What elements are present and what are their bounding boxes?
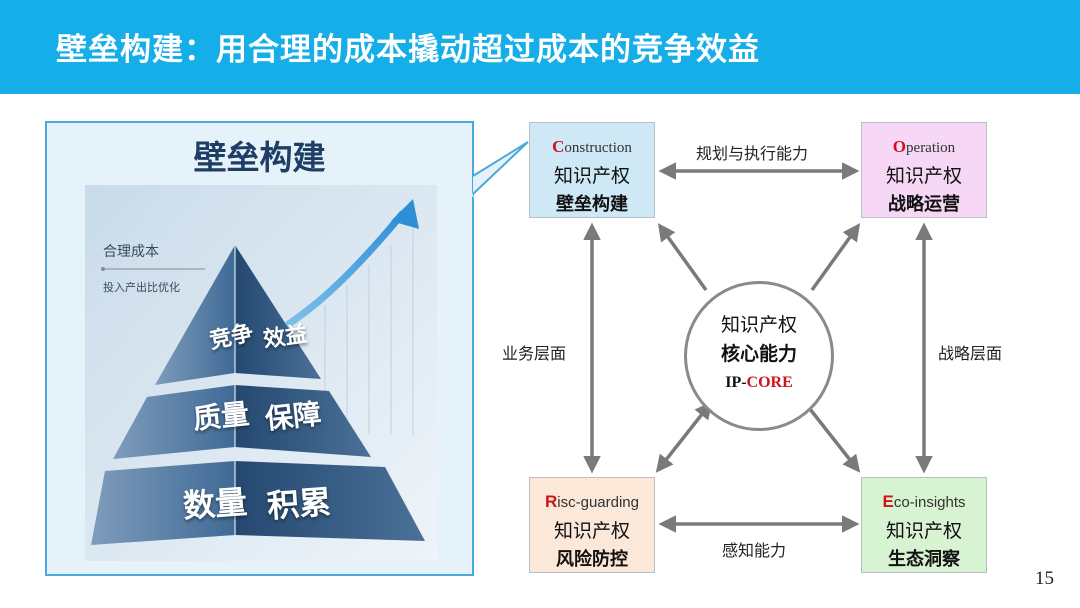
center-line2: 核心能力 bbox=[687, 339, 831, 366]
node-construction-en: Construction bbox=[530, 137, 654, 157]
node-eco-insights: Eco-insights 知识产权 生态洞察 bbox=[861, 477, 987, 573]
node-risc-en: Risc-guarding bbox=[530, 492, 654, 512]
node-construction: Construction 知识产权 壁垒构建 bbox=[529, 122, 655, 218]
edge-label-right: 战略层面 bbox=[938, 340, 1002, 364]
node-operation-en: Operation bbox=[862, 137, 986, 157]
node-eco-line1: 知识产权 bbox=[862, 516, 986, 543]
node-operation-line1: 知识产权 bbox=[862, 161, 986, 188]
node-operation-line2: 战略运营 bbox=[862, 190, 986, 216]
node-risc-line2: 风险防控 bbox=[530, 545, 654, 571]
node-construction-line1: 知识产权 bbox=[530, 161, 654, 188]
page-number: 15 bbox=[1035, 568, 1054, 590]
node-operation: Operation 知识产权 战略运营 bbox=[861, 122, 987, 218]
edge-label-bottom: 感知能力 bbox=[722, 537, 786, 561]
edge-label-left: 业务层面 bbox=[502, 340, 566, 364]
center-tag: IP-CORE bbox=[687, 374, 831, 392]
edge-label-top: 规划与执行能力 bbox=[696, 140, 808, 164]
center-core-circle: 知识产权 核心能力 IP-CORE bbox=[684, 281, 834, 431]
node-eco-line2: 生态洞察 bbox=[862, 545, 986, 571]
node-eco-en: Eco-insights bbox=[862, 492, 986, 512]
node-risc-line1: 知识产权 bbox=[530, 516, 654, 543]
node-construction-line2: 壁垒构建 bbox=[530, 190, 654, 216]
node-risc-guarding: Risc-guarding 知识产权 风险防控 bbox=[529, 477, 655, 573]
center-line1: 知识产权 bbox=[687, 310, 831, 337]
